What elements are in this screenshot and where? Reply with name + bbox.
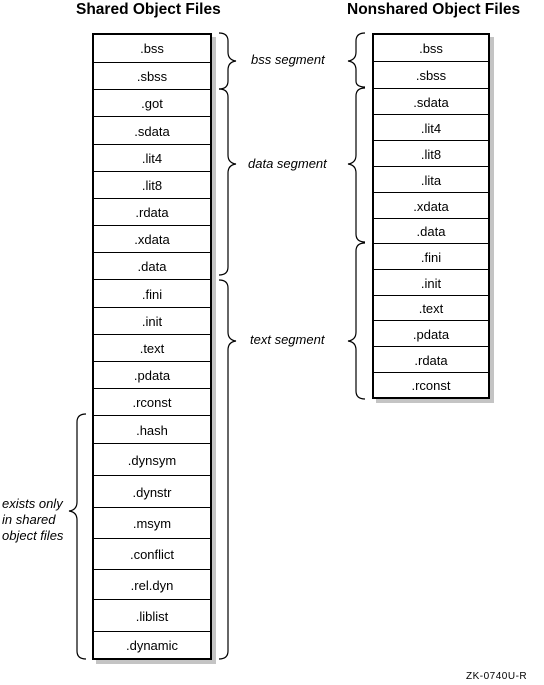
- shared-section-fini: .fini: [94, 279, 210, 308]
- nonshared-section-sbss: .sbss: [374, 61, 488, 89]
- shared-section-data: .data: [94, 252, 210, 280]
- shared-section-lit4: .lit4: [94, 144, 210, 172]
- nonshared-section-xdata: .xdata: [374, 192, 488, 219]
- shared-section-got: .got: [94, 89, 210, 117]
- text-brace-shared: [218, 279, 237, 660]
- nonshared-section-text: .text: [374, 295, 488, 321]
- shared-only-brace: [68, 413, 87, 660]
- nonshared-section-bss: .bss: [419, 40, 443, 56]
- nonshared-section-rdata: .rdata: [374, 346, 488, 373]
- shared-only-note: exists only in shared object files: [2, 496, 64, 543]
- text-segment-label: text segment: [250, 332, 325, 347]
- shared-section-bss: .bss: [140, 41, 164, 56]
- data-segment-label: data segment: [248, 156, 327, 171]
- bss-brace-shared: [218, 32, 237, 90]
- shared-section-init: .init: [94, 307, 210, 335]
- shared-section-xdata: .xdata: [94, 225, 210, 253]
- nonshared-section-init: .init: [374, 269, 488, 296]
- shared-section-rconst: .rconst: [94, 388, 210, 416]
- shared-section-rel-dyn: .rel.dyn: [94, 569, 210, 600]
- shared-section-liblist: .liblist: [94, 599, 210, 632]
- nonshared-section-sdata: .sdata: [374, 88, 488, 115]
- shared-section-pdata: .pdata: [94, 361, 210, 389]
- shared-section-sbss: .sbss: [94, 62, 210, 90]
- shared-section-rdata: .rdata: [94, 198, 210, 226]
- shared-title: Shared Object Files: [76, 1, 221, 18]
- bss-brace-nonshared: [347, 32, 366, 88]
- nonshared-section-lit8: .lit8: [374, 140, 488, 167]
- nonshared-object-column: .bss .sbss.sdata.lit4.lit8.lita.xdata.dat…: [372, 33, 490, 399]
- shared-section-conflict: .conflict: [94, 538, 210, 570]
- shared-section-lit8: .lit8: [94, 171, 210, 199]
- text-brace-nonshared: [347, 242, 366, 400]
- data-brace-shared: [218, 88, 237, 276]
- nonshared-section-pdata: .pdata: [374, 320, 488, 347]
- figure-code: ZK-0740U-R: [466, 671, 528, 682]
- shared-section-dynsym: .dynsym: [94, 443, 210, 476]
- nonshared-section-lita: .lita: [374, 166, 488, 193]
- shared-section-msym: .msym: [94, 507, 210, 539]
- nonshared-section-data: .data: [374, 218, 488, 244]
- shared-section-dynstr: .dynstr: [94, 475, 210, 508]
- nonshared-section-lit4: .lit4: [374, 114, 488, 141]
- nonshared-section-fini: .fini: [374, 243, 488, 270]
- bss-segment-label: bss segment: [251, 52, 325, 67]
- data-brace-nonshared: [347, 87, 366, 243]
- shared-section-text: .text: [94, 334, 210, 362]
- nonshared-title: Nonshared Object Files: [347, 1, 521, 18]
- shared-section-dynamic: .dynamic: [94, 631, 210, 659]
- shared-object-column: .bss .sbss.got.sdata.lit4.lit8.rdata.xdat…: [92, 33, 212, 660]
- nonshared-section-rconst: .rconst: [374, 372, 488, 398]
- shared-section-sdata: .sdata: [94, 116, 210, 145]
- shared-section-hash: .hash: [94, 415, 210, 444]
